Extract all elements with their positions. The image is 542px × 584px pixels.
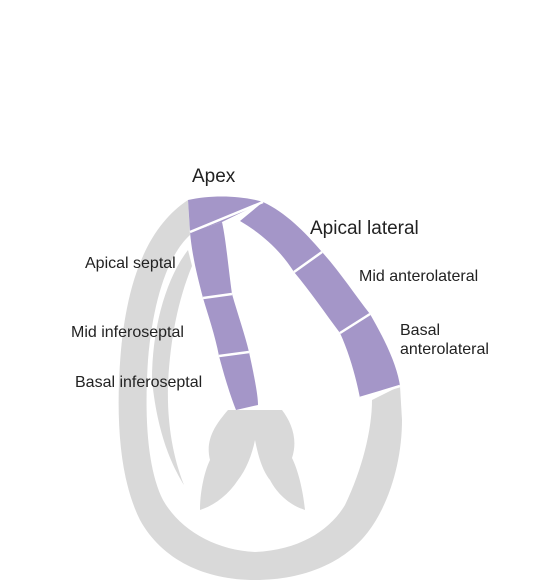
label-basal-anterolateral-line1: Basal [400, 322, 441, 339]
label-basal-inferoseptal: Basal inferoseptal [75, 374, 203, 391]
segment-mid-anterolateral [294, 252, 370, 333]
label-apical-septal: Apical septal [85, 255, 176, 272]
segment-apical-septal [190, 222, 232, 298]
segment-borders [189, 200, 401, 400]
label-mid-anterolateral: Mid anterolateral [359, 268, 479, 285]
segment-basal-anterolateral [340, 314, 400, 398]
segment-basal-inferoseptal [219, 352, 258, 410]
label-basal-anterolateral-line2: anterolateral [400, 341, 489, 358]
highlighted-segments [188, 196, 400, 410]
left-chamber-wall [152, 250, 192, 485]
segment-apex [188, 196, 263, 232]
segment-mid-inferoseptal [203, 294, 249, 356]
label-basal-anterolateral: Basal anterolateral [400, 321, 489, 359]
segment-apical-lateral [240, 202, 322, 272]
ventricle-cavity [228, 226, 360, 410]
label-apex: Apex [192, 166, 236, 187]
label-mid-inferoseptal: Mid inferoseptal [71, 324, 184, 341]
label-apical-lateral: Apical lateral [310, 218, 419, 239]
